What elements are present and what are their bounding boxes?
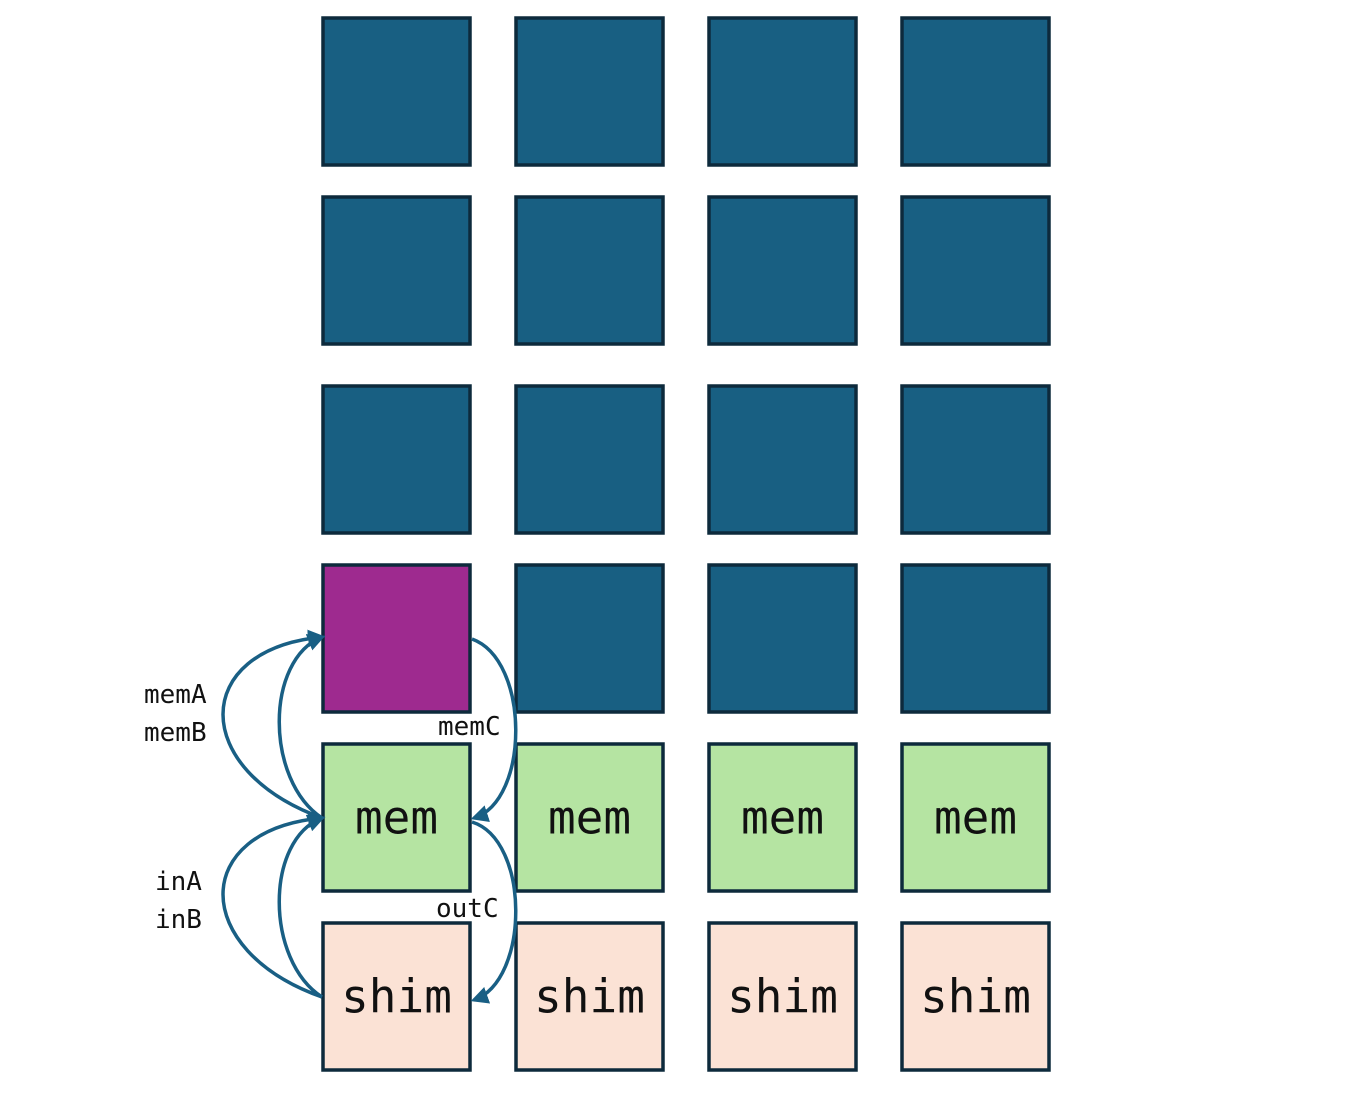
arrow-memB bbox=[277, 634, 326, 820]
label-memA: memA bbox=[144, 680, 207, 710]
compute-tile-r3-c1 bbox=[514, 563, 665, 714]
label-memC: memC bbox=[438, 712, 501, 742]
label-outC: outC bbox=[436, 894, 499, 924]
arrow-inA bbox=[221, 810, 326, 999]
compute-tile-r2-c1 bbox=[514, 384, 665, 535]
dataflow-arrows bbox=[221, 629, 518, 1004]
edge-labels: memA memB memC inA inB outC bbox=[144, 680, 501, 935]
label-memB: memB bbox=[144, 718, 207, 748]
shim-tile-r5-c1 bbox=[514, 921, 665, 1072]
compute-tile-r3-c3 bbox=[900, 563, 1051, 714]
mem-tile-r4-c2 bbox=[707, 742, 858, 893]
shim-tile-label: shim bbox=[920, 970, 1031, 1024]
active-compute-tile-r3-c0 bbox=[321, 563, 472, 714]
compute-tile-r1-c0 bbox=[321, 195, 472, 346]
label-inB: inB bbox=[155, 905, 202, 935]
compute-tile-r2-c3 bbox=[900, 384, 1051, 535]
mem-tile-r4-c1 bbox=[514, 742, 665, 893]
shim-tile-label: shim bbox=[534, 970, 645, 1024]
label-inA: inA bbox=[155, 867, 202, 897]
compute-tile-r2-c2 bbox=[707, 384, 858, 535]
compute-tile-r0-c1 bbox=[514, 16, 665, 167]
arrow-outC bbox=[470, 820, 518, 1004]
compute-tile-r0-c0 bbox=[321, 16, 472, 167]
shim-tile-r5-c2 bbox=[707, 921, 858, 1072]
compute-tile-r1-c3 bbox=[900, 195, 1051, 346]
arrow-memA bbox=[221, 629, 326, 820]
shim-tile-r5-c0 bbox=[321, 921, 472, 1072]
compute-tile-r0-c3 bbox=[900, 16, 1051, 167]
mem-tile-label: mem bbox=[548, 791, 631, 845]
compute-tile-r1-c1 bbox=[514, 195, 665, 346]
mem-tile-label: mem bbox=[741, 791, 824, 845]
shim-tile-r5-c3 bbox=[900, 921, 1051, 1072]
tile-grid: mem mem mem mem shim shim shim shim bbox=[321, 16, 1051, 1072]
arrow-inB bbox=[277, 814, 326, 999]
arrow-memC bbox=[470, 637, 518, 823]
compute-tile-r1-c2 bbox=[707, 195, 858, 346]
mem-tile-label: mem bbox=[934, 791, 1017, 845]
compute-tile-r2-c0 bbox=[321, 384, 472, 535]
mem-tile-label: mem bbox=[355, 791, 438, 845]
shim-tile-label: shim bbox=[727, 970, 838, 1024]
compute-tile-r0-c2 bbox=[707, 16, 858, 167]
mem-tile-r4-c3 bbox=[900, 742, 1051, 893]
shim-tile-label: shim bbox=[341, 970, 452, 1024]
compute-tile-r3-c2 bbox=[707, 563, 858, 714]
